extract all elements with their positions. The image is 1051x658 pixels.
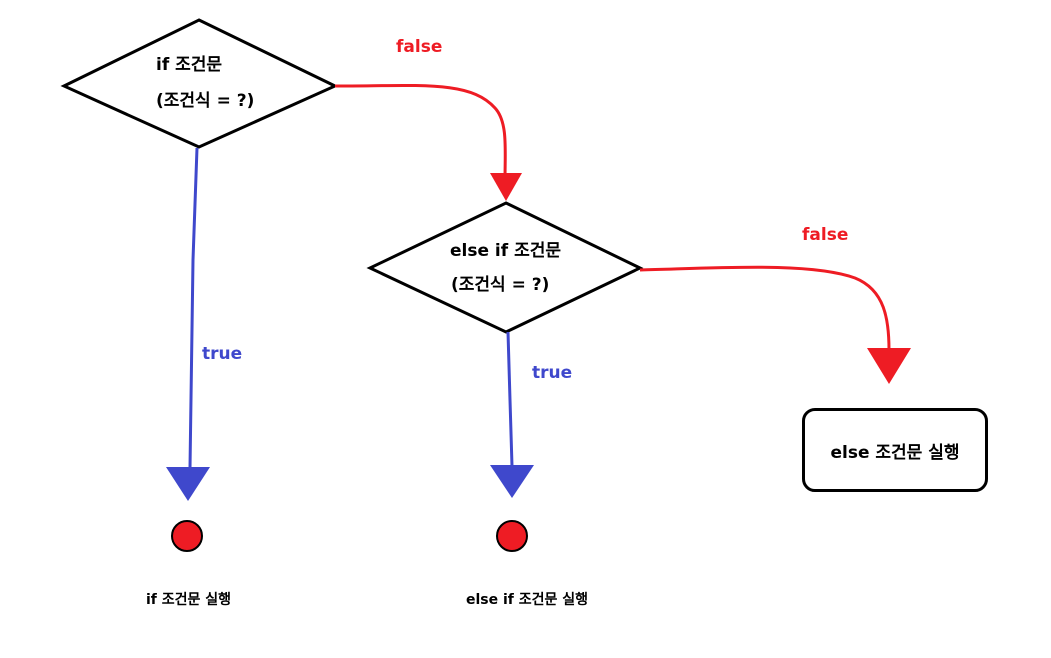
if-false-label: false: [396, 37, 443, 57]
else-if-decision-condition: (조건식 = ?): [451, 275, 550, 295]
if-execution-label: if 조건문 실행: [146, 592, 232, 608]
else-execution-box: else 조건문 실행: [802, 408, 988, 492]
if-false-edge: [334, 83, 507, 181]
if-true-arrowhead: [166, 467, 210, 501]
else-if-execution-label: else if 조건문 실행: [466, 592, 589, 608]
if-decision-condition: (조건식 = ?): [156, 91, 255, 111]
if-true-label: true: [202, 344, 243, 364]
if-decision-diamond: [60, 18, 339, 149]
if-true-edge: [188, 147, 199, 469]
else-if-terminal-node: [496, 520, 528, 552]
else-if-decision-title: else if 조건문: [450, 241, 561, 261]
else-if-decision-diamond: [366, 201, 644, 334]
else-if-true-label: true: [532, 363, 573, 383]
if-decision-title: if 조건문: [156, 55, 223, 75]
else-if-false-label: false: [802, 225, 849, 245]
else-execution-label: else 조건문 실행: [830, 442, 960, 463]
else-if-true-arrowhead: [490, 465, 534, 498]
else-if-false-arrowhead: [867, 348, 911, 384]
if-terminal-node: [171, 520, 203, 552]
else-if-true-edge: [506, 331, 514, 467]
else-if-false-edge: [639, 265, 891, 351]
if-false-arrowhead: [490, 173, 522, 201]
